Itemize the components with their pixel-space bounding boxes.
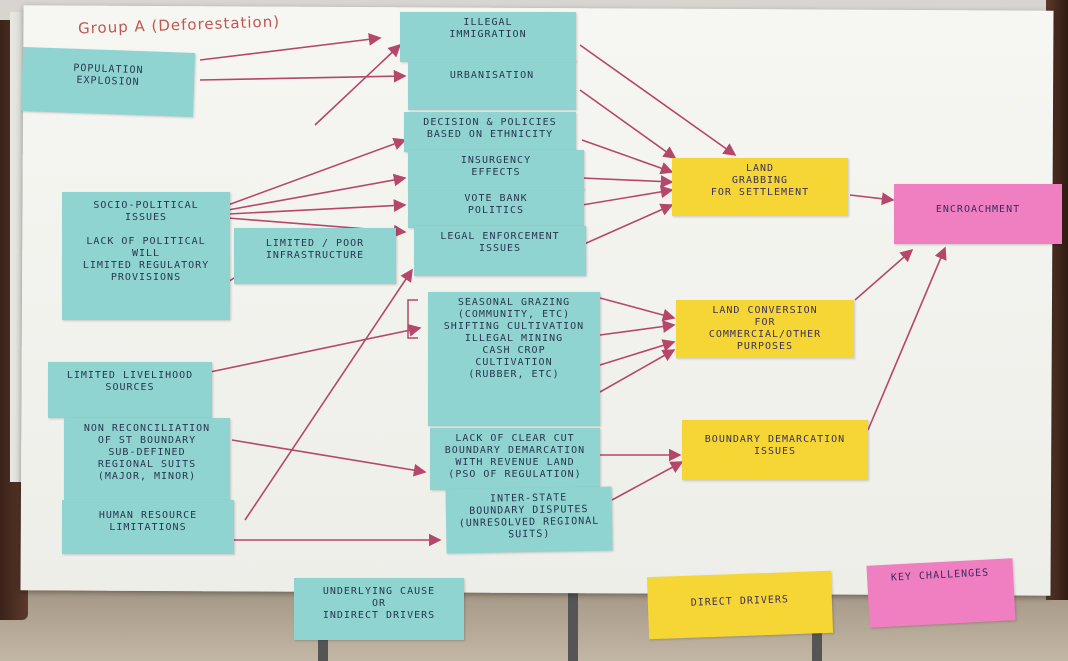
note-legal-enforcement: LEGAL ENFORCEMENT ISSUES bbox=[414, 226, 586, 276]
note-boundary-demarcation: BOUNDARY DEMARCATION ISSUES bbox=[682, 420, 868, 480]
note-limited-livelihood: LIMITED LIVELIHOOD SOURCES bbox=[48, 362, 212, 418]
note-urbanisation: URBANISATION bbox=[408, 60, 576, 110]
note-land-conversion: LAND CONVERSION FOR COMMERCIAL/OTHER PUR… bbox=[676, 300, 854, 358]
note-vote-bank-politics: VOTE BANK POLITICS bbox=[408, 188, 584, 228]
note-insurgency-effects: INSURGENCY EFFECTS bbox=[408, 150, 584, 190]
note-non-reconciliation: NON RECONCILIATION OF ST BOUNDARY SUB-DE… bbox=[64, 418, 230, 500]
note-policies-ethnicity: DECISION & POLICIES BASED ON ETHNICITY bbox=[404, 112, 576, 152]
note-seasonal-grazing: SEASONAL GRAZING (COMMUNITY, ETC) SHIFTI… bbox=[428, 292, 600, 426]
note-illegal-immigration: ILLEGAL IMMIGRATION bbox=[400, 12, 576, 62]
legend-underlying-cause: UNDERLYING CAUSE OR INDIRECT DRIVERS bbox=[294, 578, 464, 640]
note-encroachment: ENCROACHMENT bbox=[894, 184, 1062, 244]
legend-key-challenges: KEY CHALLENGES bbox=[866, 558, 1016, 628]
note-lack-boundary: LACK OF CLEAR CUT BOUNDARY DEMARCATION W… bbox=[430, 428, 600, 490]
note-socio-political-issues: SOCIO-POLITICAL ISSUES LACK OF POLITICAL… bbox=[62, 192, 230, 320]
note-human-resource: HUMAN RESOURCE LIMITATIONS bbox=[62, 500, 234, 554]
note-limited-infrastructure: LIMITED / POOR INFRASTRUCTURE bbox=[234, 228, 396, 284]
note-land-grabbing: LAND GRABBING FOR SETTLEMENT bbox=[672, 158, 848, 216]
legend-direct-drivers: DIRECT DRIVERS bbox=[646, 570, 834, 640]
note-inter-state-disputes: INTER-STATE BOUNDARY DISPUTES (UNRESOLVE… bbox=[445, 486, 613, 554]
note-population-explosion: POPULATION EXPLOSION bbox=[20, 47, 196, 117]
easel-leg-center bbox=[568, 590, 578, 661]
